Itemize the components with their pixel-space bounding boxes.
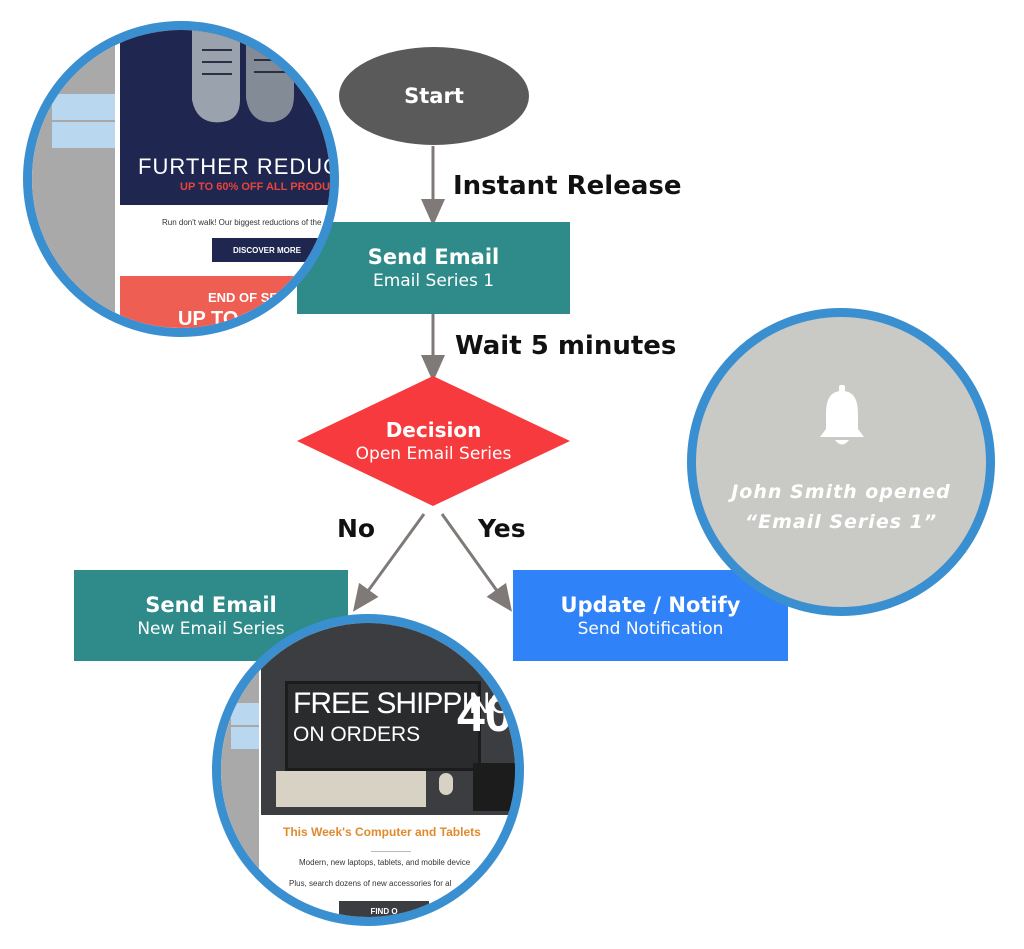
notification-text: John Smith opened “Email Series 1” [716, 477, 966, 537]
email-preview-circle-1: FURTHER REDUC UP TO 60% OFF ALL PRODU Ru… [23, 21, 339, 337]
notification-line-2: “Email Series 1” [744, 511, 938, 533]
notification-line-1: John Smith opened [731, 481, 951, 503]
arrow-decision-yes [440, 513, 512, 612]
preview-body-text: Run don't walk! Our biggest reductions o… [162, 218, 328, 227]
email-preview-circle-2: FREE SHIPPING ON ORDERS 40 This Week's C… [212, 614, 524, 926]
preview-promo-banner: END OF SE UP TO [120, 276, 330, 330]
tablet-image [473, 763, 515, 811]
send-email-node[interactable]: Send Email Email Series 1 [297, 222, 570, 314]
preview-line-1: Modern, new laptops, tablets, and mobile… [299, 858, 471, 867]
divider [371, 851, 411, 852]
banner-line-2: ON ORDERS [293, 723, 421, 746]
update-notify-subtitle: Send Notification [577, 618, 724, 639]
preview-line-2: Plus, search dozens of new accessories f… [289, 879, 452, 888]
decision-node[interactable]: Decision Open Email Series [297, 376, 570, 506]
keyboard-image [276, 771, 426, 807]
update-notify-node[interactable]: Update / Notify Send Notification [513, 570, 788, 661]
preview-sidebar-tab [52, 94, 115, 120]
start-label: Start [404, 84, 464, 108]
update-notify-title: Update / Notify [560, 592, 741, 617]
send-email-title: Send Email [367, 245, 500, 269]
bell-icon [820, 385, 864, 445]
preview-sidebar [221, 623, 259, 917]
arrow-decision-no [352, 513, 426, 612]
decision-title: Decision [385, 417, 482, 442]
notification-circle: John Smith opened “Email Series 1” [687, 308, 995, 616]
discover-more-button[interactable]: DISCOVER MORE [212, 238, 322, 262]
banner-line-1: FREE SHIPPING [293, 687, 513, 720]
send-email-subtitle: Email Series 1 [372, 271, 495, 291]
branch-yes-label: Yes [478, 514, 526, 543]
preview-sidebar-tab [231, 727, 259, 749]
step-label-wait: Wait 5 minutes [455, 331, 677, 361]
mouse-image [439, 773, 453, 795]
start-node[interactable]: Start [339, 47, 529, 145]
preview-title: This Week's Computer and Tablets [283, 825, 481, 839]
promo-line-2: UP TO [178, 308, 239, 330]
shoe-image [192, 30, 294, 123]
send-email-new-title: Send Email [145, 592, 277, 617]
preview-sidebar-tab [231, 703, 259, 725]
decision-diamond [297, 376, 570, 506]
step-label-instant-release: Instant Release [453, 171, 682, 201]
promo-line-1: END OF SE [208, 290, 279, 305]
branch-no-label: No [337, 514, 376, 543]
banner-number: 40 [457, 686, 513, 742]
find-out-button[interactable]: FIND O [339, 901, 429, 917]
preview-headline: FURTHER REDUC [138, 154, 339, 179]
preview-subheadline: UP TO 60% OFF ALL PRODU [180, 181, 330, 193]
preview-sidebar-tab [52, 122, 115, 148]
decision-subtitle: Open Email Series [355, 443, 512, 464]
preview-sidebar [32, 30, 115, 328]
monitor-image [285, 681, 481, 771]
